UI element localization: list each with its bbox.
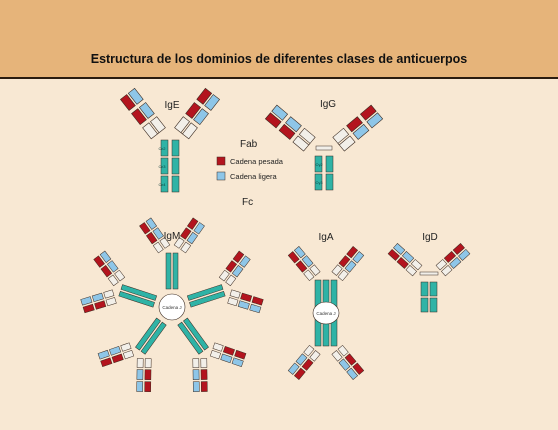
domain-label: Cε2 [159,146,167,151]
legend-swatch-light [216,171,226,181]
domain-label: Cε3 [159,164,167,169]
j-chain-label: Cadena J [316,311,335,316]
ige-antibody: Cε2 Cε3 Cε4 IgE [120,88,220,193]
fab-label: Fab [240,139,258,150]
domain-label: Cγ3 [315,180,323,185]
legend-label: Cadena pesada [230,157,284,166]
legend-swatch-heavy [216,156,226,166]
iga-antibody: Cadena J IgA [287,232,365,380]
j-chain [312,301,340,325]
igd-antibody: IgD [387,232,471,313]
igm-antibody: Cadena J IgM [77,218,267,398]
igg-label: IgG [320,99,336,110]
page-title: Estructura de los dominios de diferentes… [90,52,468,66]
fc-label: Fc [242,197,253,208]
j-chain [158,293,186,321]
igm-label: IgM [164,231,181,242]
igg-antibody: Cγ2 Cγ3 IgG [265,99,383,191]
legend: Cadena pesada Cadena ligera [216,156,284,181]
domain-label: Cγ2 [315,162,323,167]
igd-label: IgD [422,232,438,243]
legend-label: Cadena ligera [230,172,278,181]
header-band: Estructura de los dominios de diferentes… [0,0,558,79]
ige-label: IgE [164,100,179,111]
domain-label: Cε4 [159,182,167,187]
iga-label: IgA [318,232,333,243]
j-chain-label: Cadena J [162,305,181,310]
